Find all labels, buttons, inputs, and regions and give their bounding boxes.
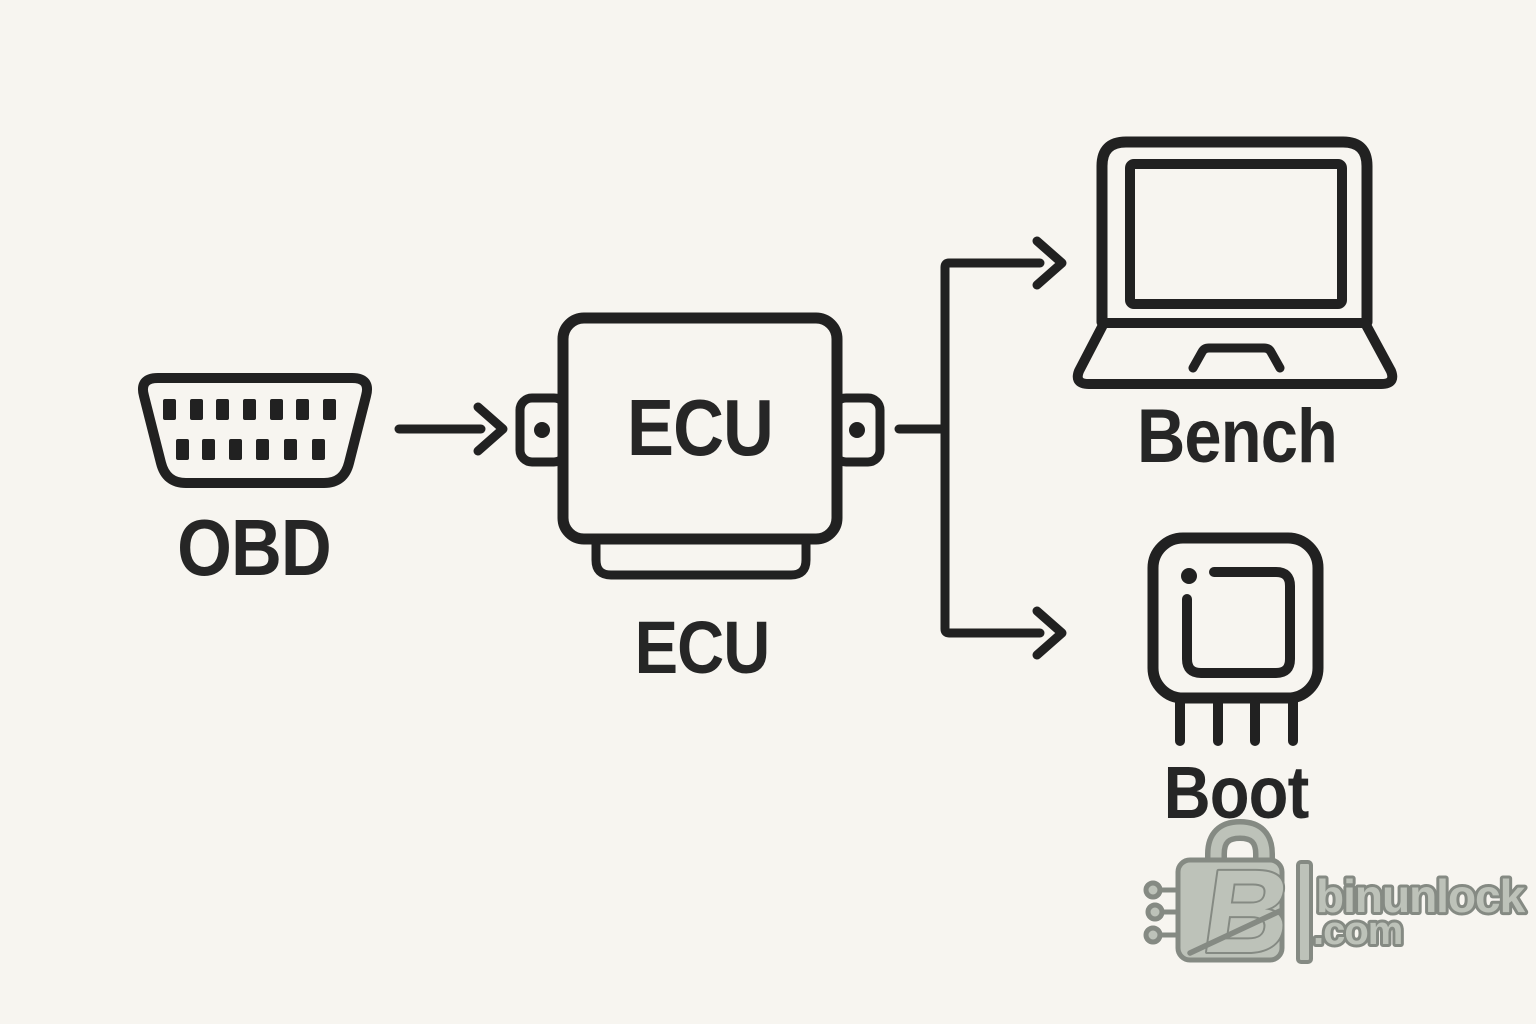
obd-label: OBD	[177, 503, 332, 592]
laptop-base	[1072, 318, 1398, 389]
arrowhead-to-bench-icon	[1032, 236, 1067, 290]
laptop-screen	[1125, 159, 1347, 309]
ecu-bottom-tab	[591, 535, 811, 580]
obd-pins	[163, 399, 336, 460]
arrowhead-to-boot-icon	[1032, 606, 1067, 660]
laptop-icon	[1072, 136, 1398, 389]
ecu-box-text: ECU	[627, 383, 774, 472]
watermark: B binunlock .com	[1140, 818, 1536, 980]
ecu-body	[557, 312, 843, 545]
chip-legs	[1175, 697, 1298, 746]
branch-elbow	[940, 258, 1045, 638]
obd-connector-icon	[138, 373, 372, 488]
watermark-site-tld: .com	[1313, 909, 1402, 953]
ecu-module-icon	[515, 312, 885, 580]
watermark-site-name: binunlock	[1316, 870, 1526, 922]
laptop-trackpad-notch	[1188, 343, 1285, 373]
watermark-logo-letter: B	[1196, 847, 1300, 978]
chip-pin1-dot	[1181, 568, 1197, 584]
watermark-logo: B binunlock .com	[1143, 818, 1530, 980]
arrowhead-icon	[473, 402, 508, 456]
arrow-obd-to-ecu	[394, 402, 508, 456]
padlock-b-icon: B	[1143, 818, 1301, 980]
boot-label: Boot	[1163, 751, 1310, 834]
chip-body	[1147, 532, 1324, 704]
ecu-label: ECU	[634, 606, 771, 689]
bench-label: Bench	[1136, 394, 1338, 479]
watermark-divider	[1296, 860, 1313, 964]
ecu-right-screw	[849, 422, 865, 438]
chip-icon	[1147, 532, 1324, 746]
obd-shell	[138, 373, 372, 488]
laptop-lid	[1096, 136, 1373, 328]
branch-connector	[894, 236, 1067, 660]
chip-die-outline	[1182, 567, 1295, 678]
ecu-left-screw	[534, 422, 550, 438]
